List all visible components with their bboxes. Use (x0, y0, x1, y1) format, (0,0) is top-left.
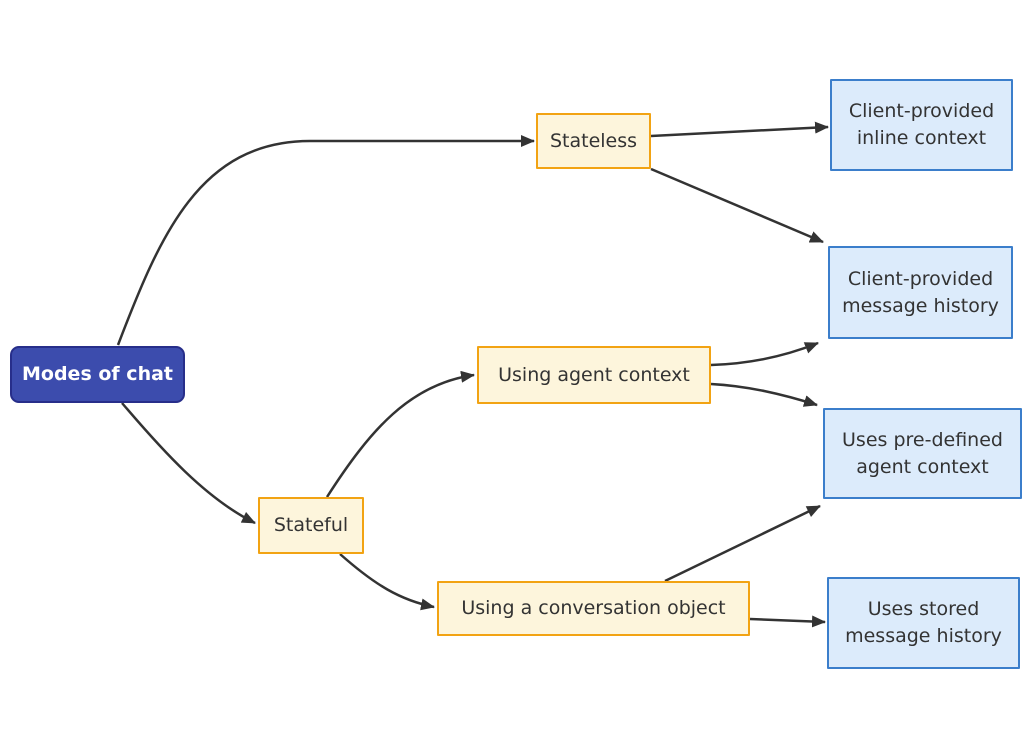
edge-using-agent-context-to-pre-defined-context (710, 382, 818, 407)
edge-using-conversation-object-to-stored-history (749, 615, 826, 628)
node-message-history: Client-provided message history (828, 246, 1013, 339)
node-using-agent-context: Using agent context (477, 346, 711, 404)
node-label-stored-history: Uses stored message history (845, 598, 1002, 647)
node-label-pre-defined-context: Uses pre-defined agent context (842, 428, 1003, 478)
edge-stateful-to-using-conversation-object (339, 553, 435, 611)
node-label-using-conversation-object: Using a conversation object (461, 597, 726, 620)
node-label-using-agent-context: Using agent context (498, 363, 690, 386)
edge-using-agent-context-to-message-history (710, 341, 819, 367)
node-modes-of-chat: Modes of chat (10, 346, 185, 403)
edge-modes-of-chat-to-stateless (116, 135, 535, 346)
edge-stateful-to-using-agent-context (325, 370, 475, 498)
node-label-stateless: Stateless (549, 129, 638, 152)
node-using-conversation-object: Using a conversation object (437, 581, 750, 636)
node-label-stateful: Stateful (273, 514, 349, 537)
edge-modes-of-chat-to-stateful (121, 402, 256, 525)
node-stored-history: Uses stored message history (827, 577, 1020, 669)
node-label-modes-of-chat: Modes of chat (22, 363, 173, 386)
edge-using-conversation-object-to-pre-defined-context (664, 504, 821, 583)
node-pre-defined-context: Uses pre-defined agent context (823, 408, 1022, 499)
node-label-message-history: Client-provided message history (842, 267, 999, 317)
edge-stateless-to-inline-context (650, 121, 829, 138)
node-stateful: Stateful (258, 497, 364, 554)
node-stateless: Stateless (536, 113, 651, 169)
node-inline-context: Client-provided inline context (830, 79, 1013, 171)
edge-stateless-to-message-history (650, 167, 824, 244)
node-label-inline-context: Client-provided inline context (848, 100, 995, 149)
